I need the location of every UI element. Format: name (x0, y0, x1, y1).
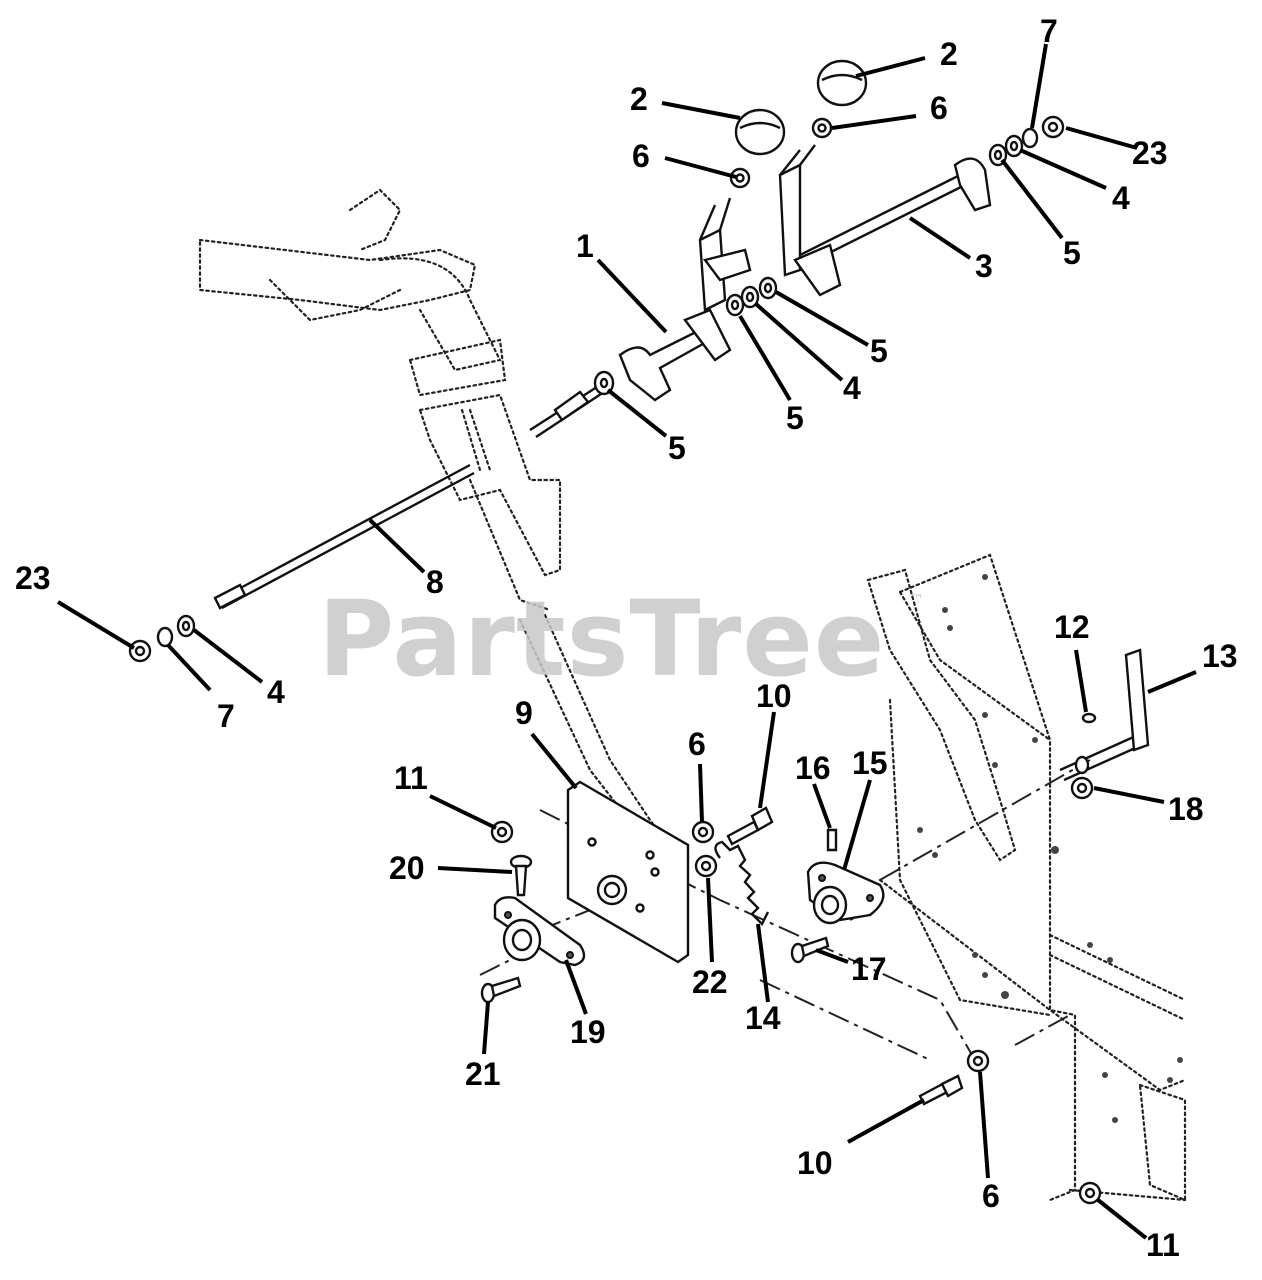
callout-4: 4 (843, 370, 861, 406)
upper-shaft (529, 383, 605, 439)
callout-16: 16 (795, 750, 831, 786)
callout-19: 19 (570, 1014, 606, 1050)
callout-5: 5 (870, 333, 888, 369)
callout-21: 21 (465, 1056, 501, 1092)
callout-2: 2 (940, 36, 958, 72)
knob-2-right (816, 59, 868, 107)
callout-5: 5 (786, 400, 804, 436)
callout-12: 12 (1054, 609, 1090, 645)
callout-leader-lines (56, 43, 1197, 1240)
washer-5-b (725, 293, 745, 317)
washer-5-a (593, 370, 615, 396)
callout-5: 5 (1063, 235, 1081, 271)
bolt-21 (480, 976, 522, 1004)
callout-20: 20 (389, 850, 425, 886)
lever-1 (618, 197, 752, 402)
callout-1: 1 (576, 228, 594, 264)
chassis-frame (866, 553, 1187, 1202)
bolt-10-lower (918, 1074, 964, 1106)
callout-6: 6 (688, 726, 706, 762)
callout-23: 23 (1132, 135, 1168, 171)
watermark: PartsTree (318, 578, 886, 700)
knob-2-left (734, 108, 786, 156)
nut-6-c (691, 820, 715, 844)
callout-8: 8 (426, 564, 444, 600)
plate-9 (566, 780, 690, 964)
washer-7-b (156, 626, 174, 648)
callout-13: 13 (1202, 638, 1238, 674)
washer-4-a (1004, 134, 1024, 158)
callout-14: 14 (745, 1000, 781, 1036)
callout-4: 4 (267, 674, 285, 710)
callout-17: 17 (851, 951, 887, 987)
nut-6-right (811, 117, 833, 139)
callout-22: 22 (692, 964, 728, 1000)
nut-23-b (128, 639, 152, 663)
nut-23-a (1041, 115, 1065, 139)
pin-16 (826, 828, 838, 852)
callout-11: 11 (1146, 1227, 1180, 1263)
nut-18 (1070, 776, 1094, 800)
callout-6: 6 (982, 1178, 1000, 1214)
nut-6-left (729, 167, 751, 189)
spring-14 (714, 840, 770, 927)
callout-5: 5 (668, 430, 686, 466)
nut-11-b (1078, 1181, 1102, 1205)
washer-7-a (1021, 127, 1039, 149)
flange-bearing-15 (806, 861, 885, 925)
callout-4: 4 (1112, 180, 1130, 216)
callout-3: 3 (975, 248, 993, 284)
bolt-17 (790, 936, 830, 964)
watermark-trademark: ™ (910, 592, 924, 608)
bolt-20 (509, 854, 533, 897)
callout-10: 10 (756, 678, 792, 714)
callout-9: 9 (515, 695, 533, 731)
washer-5-c (758, 276, 778, 300)
bolt-10-upper (726, 806, 774, 846)
pin-12 (1081, 712, 1097, 724)
callout-7: 7 (1040, 13, 1058, 49)
callout-18: 18 (1168, 791, 1204, 827)
washer-4-b (740, 285, 760, 309)
callout-10: 10 (797, 1145, 833, 1181)
callout-6: 6 (930, 90, 948, 126)
callout-23: 23 (15, 560, 51, 596)
handle-assembly (198, 188, 667, 842)
callout-15: 15 (852, 745, 888, 781)
nut-6-d (966, 1049, 990, 1073)
lever-13 (1059, 648, 1150, 782)
callout-11: 11 (394, 760, 428, 796)
rod-8 (213, 463, 475, 610)
nut-11-a (490, 820, 514, 844)
nut-22 (694, 854, 718, 878)
callout-2: 2 (630, 81, 648, 117)
lever-3 (778, 144, 992, 297)
callout-6: 6 (632, 138, 650, 174)
callout-7: 7 (217, 698, 235, 734)
washer-4-c (176, 614, 196, 638)
flange-bearing-19 (493, 896, 586, 967)
